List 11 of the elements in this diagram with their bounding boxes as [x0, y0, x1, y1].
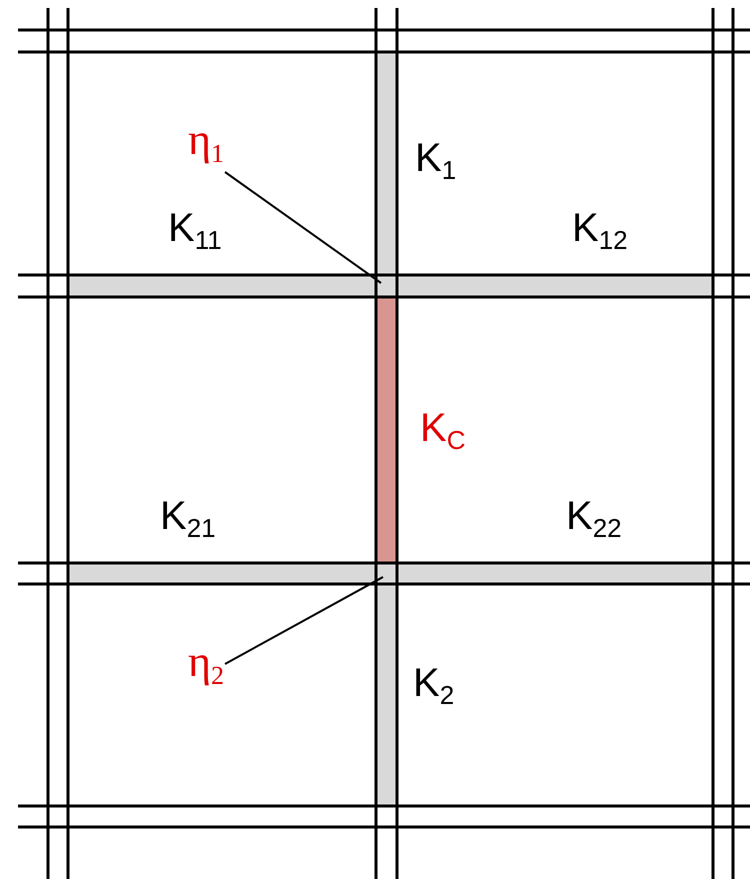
element-label: K$_{11}$ — [168, 206, 222, 257]
leader-line — [224, 171, 382, 284]
element-label: K$_{2}$ — [413, 661, 454, 712]
element-label: K$_{1}$ — [415, 136, 456, 187]
element-label: K$_{22}$ — [566, 494, 622, 545]
leader-line — [224, 576, 384, 665]
element-label: K$_{C}$ — [420, 406, 466, 457]
point-label: η$_{1}$ — [188, 118, 224, 176]
point-label: η$_{2}$ — [188, 640, 224, 698]
element-label: K$_{12}$ — [572, 206, 628, 257]
element-label: K$_{21}$ — [160, 494, 216, 545]
